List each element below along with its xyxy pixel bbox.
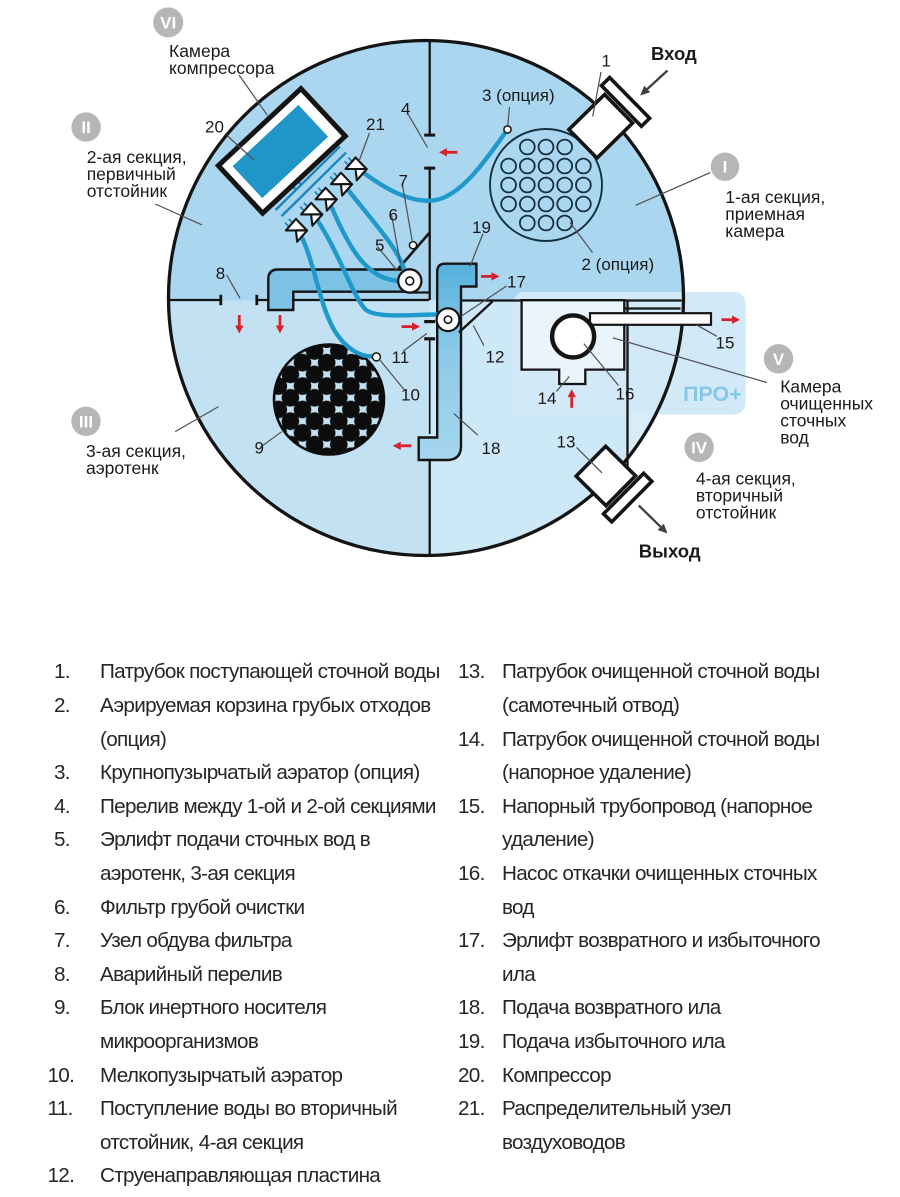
svg-text:6: 6: [389, 205, 398, 224]
svg-text:Вход: Вход: [651, 43, 697, 64]
svg-text:1: 1: [602, 51, 611, 70]
svg-text:2 (опция): 2 (опция): [582, 255, 655, 274]
svg-text:V: V: [773, 350, 785, 369]
svg-text:4: 4: [401, 99, 410, 118]
svg-text:16: 16: [616, 384, 635, 403]
svg-text:17: 17: [507, 272, 526, 291]
svg-text:11: 11: [392, 348, 410, 367]
svg-text:Выход: Выход: [639, 540, 701, 561]
svg-text:13: 13: [557, 432, 576, 451]
svg-text:7: 7: [399, 171, 408, 190]
svg-text:20: 20: [205, 117, 224, 136]
svg-text:5: 5: [375, 236, 384, 255]
svg-text:3 (опция): 3 (опция): [482, 86, 555, 105]
svg-text:ПРО+: ПРО+: [683, 382, 742, 406]
svg-text:21: 21: [366, 115, 385, 134]
svg-text:III: III: [79, 412, 93, 431]
svg-text:II: II: [81, 118, 90, 137]
svg-text:12: 12: [486, 347, 505, 366]
svg-text:VI: VI: [160, 13, 176, 32]
svg-text:14: 14: [538, 389, 557, 408]
svg-text:IV: IV: [691, 438, 708, 457]
svg-text:3-ая секция,аэротенк: 3-ая секция,аэротенк: [86, 441, 186, 478]
svg-text:8: 8: [216, 264, 225, 283]
svg-text:10: 10: [401, 385, 420, 404]
svg-text:I: I: [723, 158, 728, 177]
svg-text:9: 9: [255, 438, 264, 457]
svg-text:19: 19: [472, 218, 491, 237]
svg-text:18: 18: [482, 439, 501, 458]
svg-text:15: 15: [716, 333, 735, 352]
